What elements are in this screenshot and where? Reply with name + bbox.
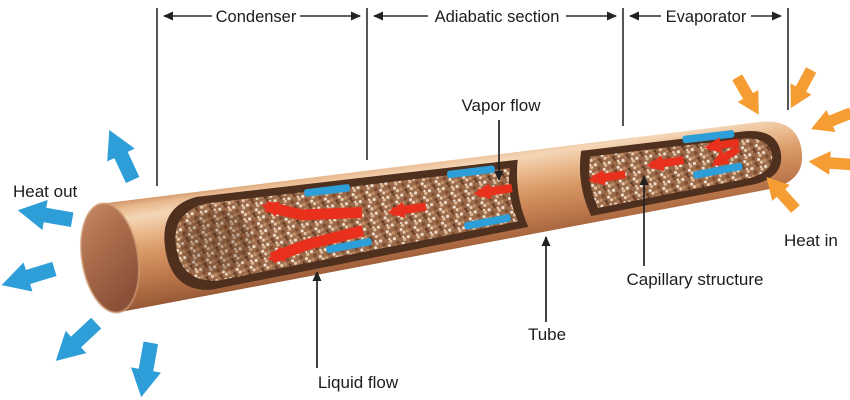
callouts: Heat out Heat in Vapor flow Liquid flow … xyxy=(13,96,838,392)
heat-out-arrow xyxy=(15,195,75,235)
heat-in-arrow xyxy=(806,101,850,141)
label-heat-out: Heat out xyxy=(13,182,78,201)
liquid-marker xyxy=(326,238,372,254)
heat-in-arrow xyxy=(807,149,850,177)
section-label-evaporator: Evaporator xyxy=(666,8,747,26)
liquid-marker xyxy=(446,165,495,179)
label-capillary-structure: Capillary structure xyxy=(627,270,764,289)
vapor-arrow-split-down xyxy=(267,225,365,264)
vapor-arrow xyxy=(387,202,427,218)
liquid-marker xyxy=(304,184,351,197)
label-heat-in: Heat in xyxy=(784,231,838,250)
liquid-marker xyxy=(682,130,735,144)
vapor-arrow-evaporation-diag xyxy=(711,145,741,167)
vapor-arrow-evaporation-top xyxy=(704,137,740,154)
capillary-wick-surface xyxy=(175,168,519,281)
label-tube: Tube xyxy=(528,325,566,344)
heat-out-arrow xyxy=(45,312,107,372)
vapor-arrow xyxy=(473,183,513,200)
cutaway-window-condenser xyxy=(164,159,529,290)
label-liquid-flow: Liquid flow xyxy=(318,373,399,392)
liquid-marker xyxy=(693,162,743,179)
heat-out-arrow xyxy=(126,340,166,400)
heat-out-arrow xyxy=(95,123,147,187)
liquid-flow-markers xyxy=(304,130,743,254)
section-dimensions: Condenser Adiabatic section Evaporator xyxy=(156,8,789,186)
label-vapor-flow: Vapor flow xyxy=(461,96,541,115)
liquid-marker xyxy=(464,214,511,230)
heat-pipe-tube xyxy=(80,121,803,314)
section-label-condenser: Condenser xyxy=(216,8,297,26)
heat-out-arrow xyxy=(0,254,59,300)
heat-in-arrow xyxy=(780,64,822,114)
heat-in-arrow xyxy=(726,71,770,121)
vapor-arrow xyxy=(646,155,685,172)
tube-end-cap xyxy=(80,202,140,314)
section-label-adiabatic: Adiabatic section xyxy=(435,8,560,26)
vapor-flow-arrows xyxy=(261,137,741,264)
vapor-arrow-split-up xyxy=(261,200,363,221)
wick-depth-shadow xyxy=(180,210,253,273)
vapor-arrow xyxy=(587,169,626,186)
